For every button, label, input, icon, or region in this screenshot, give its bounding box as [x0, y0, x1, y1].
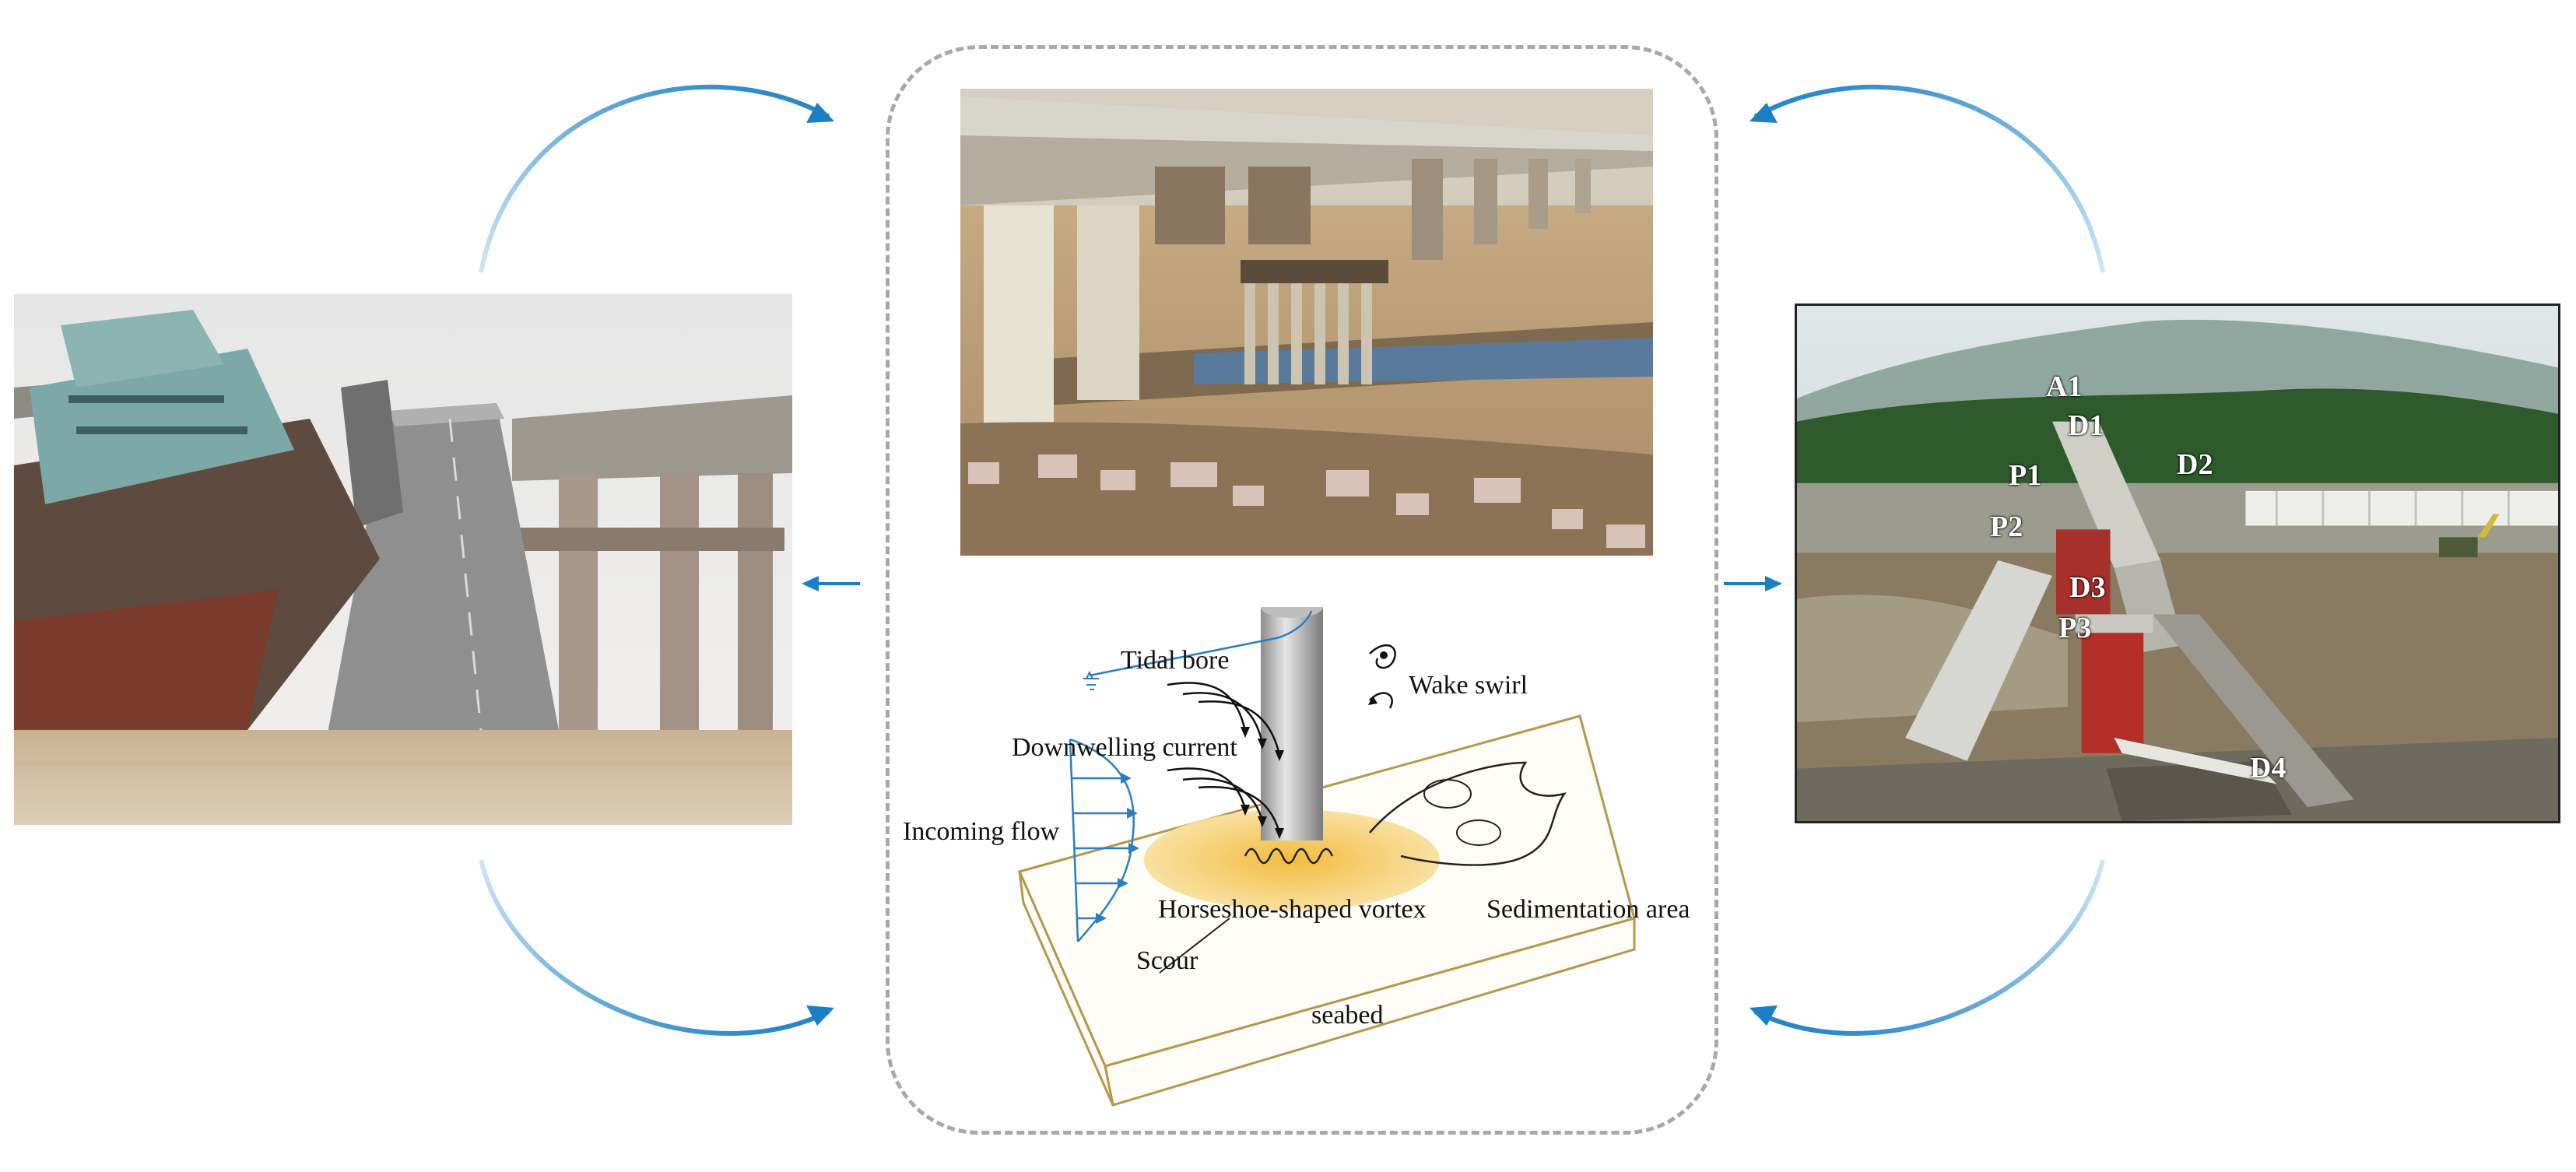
pier-P3 — [2081, 630, 2144, 753]
ship-collision-photo — [14, 294, 792, 825]
pier-label-p2: P2 — [1990, 511, 2023, 543]
label-tidal-bore: Tidal bore — [1121, 646, 1230, 675]
pier-label-d1: D1 — [2068, 409, 2104, 442]
label-scour: Scour — [1136, 946, 1199, 975]
scour-mechanism-diagram: Tidal bore Wake swirl Downwelling curren… — [903, 607, 1704, 1121]
arc-arrow-bottom-left — [479, 859, 830, 1036]
center-dashed-frame — [886, 45, 1718, 1135]
collapsed-deck-segment — [1905, 560, 2052, 761]
exposed-piers-photo — [960, 89, 1653, 556]
tidal-bore-line — [1089, 610, 1313, 677]
pier-label-p3: P3 — [2058, 612, 2092, 644]
label-seabed: seabed — [1311, 1001, 1384, 1030]
label-downwelling-current: Downwelling current — [1012, 733, 1237, 762]
horseshoe-vortex — [1244, 847, 1334, 865]
pier-label-p1: P1 — [2009, 459, 2042, 492]
label-sedimentation-area: Sedimentation area — [1486, 895, 1690, 924]
pier-column — [984, 205, 1054, 423]
label-horseshoe-vortex: Horseshoe-shaped vortex — [1158, 895, 1427, 924]
collapsed-bridge-photo: A1 D1 P1 D2 P2 D3 P3 D4 — [1795, 304, 2560, 823]
pier-label-a1: A1 — [2046, 370, 2083, 403]
bridge-deck — [960, 96, 1653, 151]
sedimentation-wake — [1369, 761, 1567, 866]
pier-label-d2: D2 — [2177, 448, 2213, 481]
label-wake-swirl: Wake swirl — [1409, 671, 1528, 700]
arc-arrow-top-left — [479, 84, 830, 273]
pier-P2 — [2055, 529, 2111, 615]
pier-label-d3: D3 — [2069, 571, 2106, 604]
arc-arrow-top-right — [1753, 84, 2105, 273]
wake-swirl-icon — [1369, 644, 1396, 669]
pile — [1261, 607, 1323, 840]
label-incoming-flow: Incoming flow — [903, 817, 1060, 846]
pier-label-d4: D4 — [2250, 752, 2286, 784]
arc-arrow-bottom-right — [1753, 859, 2105, 1036]
